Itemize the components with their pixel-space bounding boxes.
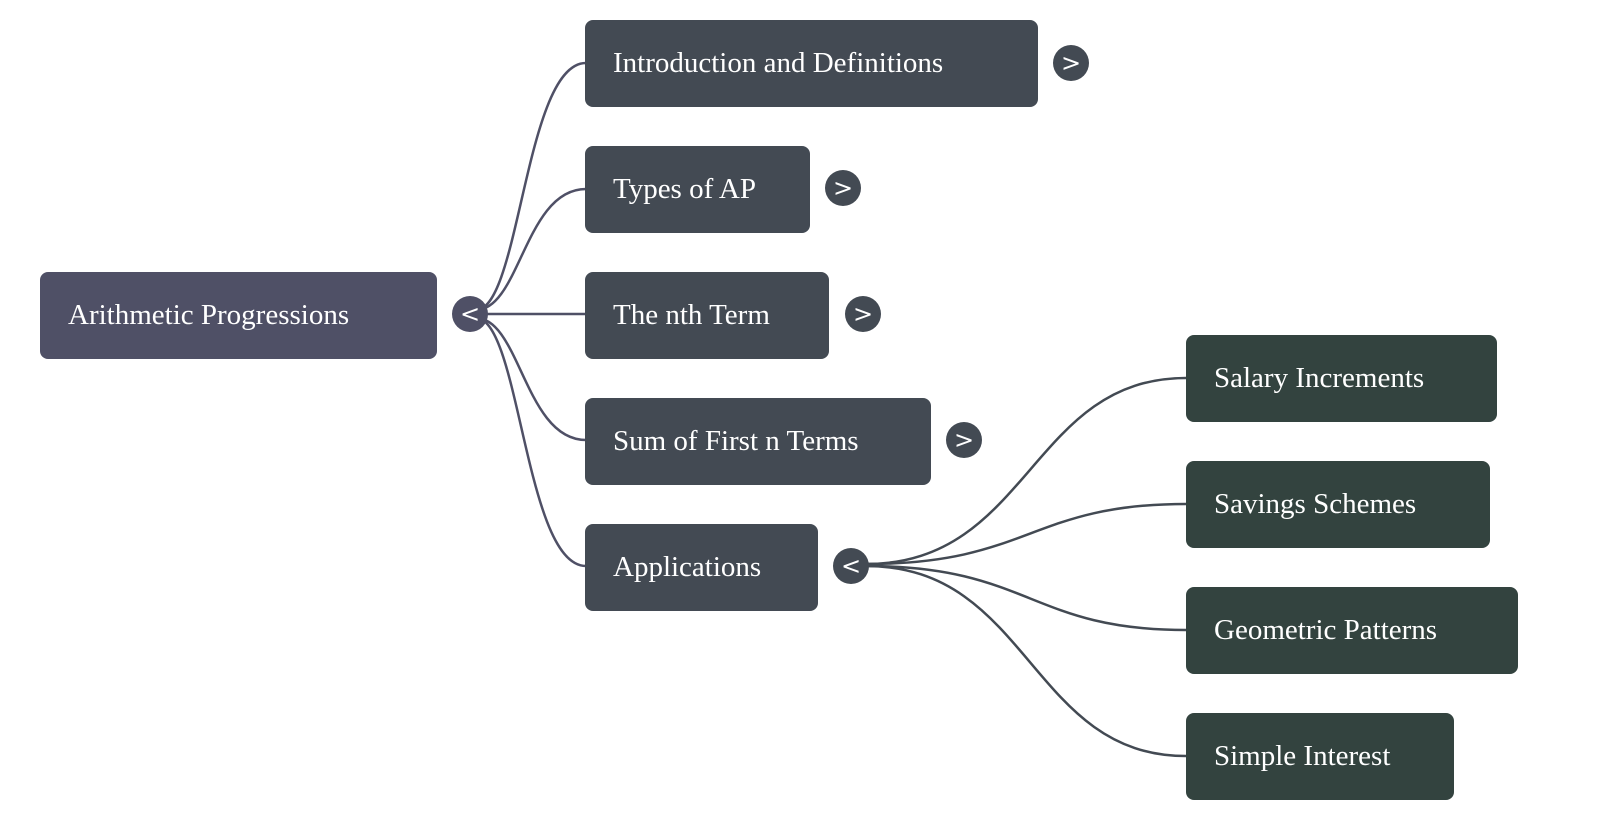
chevron-left-icon: <: [459, 300, 481, 328]
node-label: Savings Schemes: [1214, 488, 1417, 520]
node-label: Applications: [613, 551, 762, 583]
chevron-right-icon: >: [1060, 49, 1082, 77]
link-app-salary: [865, 376, 1187, 566]
expand-toggle-sum[interactable]: >: [946, 422, 982, 458]
chevron-right-icon: >: [832, 174, 854, 202]
node-savings-schemes[interactable]: Savings Schemes: [1186, 461, 1490, 548]
expand-toggle-types[interactable]: >: [825, 170, 861, 206]
node-label: Salary Increments: [1214, 362, 1425, 394]
node-geometric-patterns[interactable]: Geometric Patterns: [1186, 587, 1518, 674]
link-root-types: [475, 187, 587, 312]
node-label: Introduction and Definitions: [613, 47, 944, 79]
link-app-geometric: [865, 564, 1187, 632]
node-label: Sum of First n Terms: [613, 425, 859, 457]
node-sum[interactable]: Sum of First n Terms: [585, 398, 931, 485]
node-applications[interactable]: Applications: [585, 524, 818, 611]
link-root-intro: [475, 61, 587, 312]
expand-toggle-nth-term[interactable]: >: [845, 296, 881, 332]
node-salary-increments[interactable]: Salary Increments: [1186, 335, 1497, 422]
chevron-left-icon: <: [840, 552, 862, 580]
collapse-toggle-root[interactable]: <: [452, 296, 488, 332]
node-label: The nth Term: [613, 299, 770, 331]
node-label: Simple Interest: [1214, 740, 1391, 772]
chevron-right-icon: >: [852, 300, 874, 328]
collapse-toggle-applications[interactable]: <: [833, 548, 869, 584]
root-node[interactable]: Arithmetic Progressions: [40, 272, 437, 359]
node-types[interactable]: Types of AP: [585, 146, 810, 233]
link-app-interest: [865, 564, 1187, 758]
node-simple-interest[interactable]: Simple Interest: [1186, 713, 1454, 800]
node-introduction[interactable]: Introduction and Definitions: [585, 20, 1038, 107]
link-root-sum: [475, 316, 587, 442]
expand-toggle-introduction[interactable]: >: [1053, 45, 1089, 81]
node-label: Types of AP: [613, 173, 756, 205]
link-root-applications: [475, 316, 587, 568]
chevron-right-icon: >: [953, 426, 975, 454]
root-node-label: Arithmetic Progressions: [68, 299, 350, 331]
node-label: Geometric Patterns: [1214, 614, 1438, 646]
link-app-savings: [865, 502, 1187, 566]
node-nth-term[interactable]: The nth Term: [585, 272, 829, 359]
